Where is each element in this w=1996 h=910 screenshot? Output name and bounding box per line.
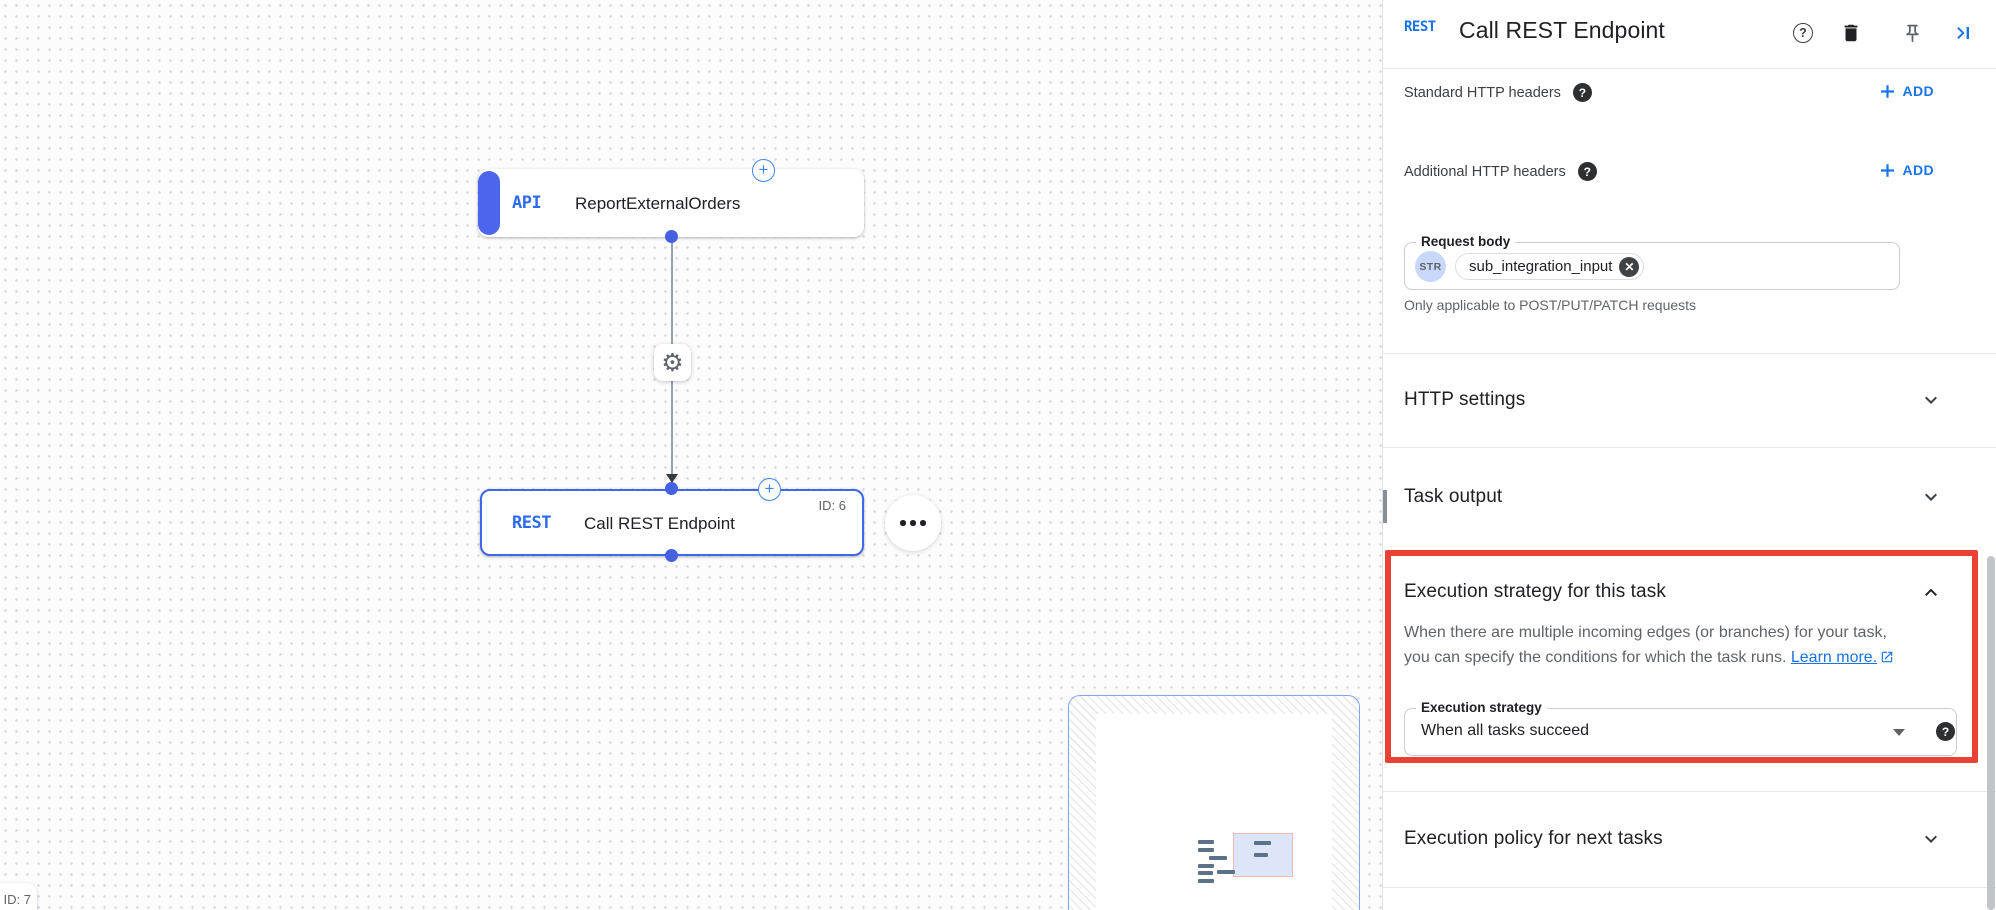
edge-arrow-icon [666,474,678,483]
input-port[interactable] [665,482,678,495]
node-call-rest-endpoint[interactable]: REST Call REST Endpoint ID: 6 [480,489,864,556]
collapse-right-icon [1957,27,1969,39]
standard-http-headers-row: Standard HTTP headers ? [1404,83,1592,102]
remove-chip-button[interactable]: ✕ [1619,256,1640,277]
learn-more-link[interactable]: Learn more. [1790,649,1878,666]
task-config-panel: REST Call REST Endpoint ? Standard HTTP … [1382,0,1996,910]
integration-canvas[interactable]: API ReportExternalOrders + ⚙ REST Call R… [0,0,1382,910]
request-body-field[interactable]: Request body STR sub_integration_input ✕ [1404,234,1900,290]
node-id-badge: ID: 6 [818,498,846,513]
section-http-settings: HTTP settings [1404,389,1526,410]
output-port[interactable] [665,230,678,243]
execution-strategy-description: When there are multiple incoming edges (… [1404,620,1964,672]
node-id-badge: ID: 7 [3,892,31,907]
expand-execution-policy-button[interactable] [1919,827,1943,851]
section-execution-strategy: Execution strategy for this task [1404,581,1666,602]
rest-task-icon: REST [512,513,551,533]
node-report-external-orders[interactable]: API ReportExternalOrders [478,169,864,237]
add-standard-header-button[interactable]: ADD [1880,83,1934,99]
add-node-button[interactable]: + [752,159,775,182]
delete-task-button[interactable] [1839,21,1863,45]
panel-title: Call REST Endpoint [1459,17,1665,43]
plus-icon: + [758,160,769,179]
minimap-surface [1096,714,1332,910]
request-body-label: Request body [1416,234,1516,249]
help-icon[interactable]: ? [1572,83,1592,102]
minimap-graph-icon [1191,831,1301,891]
plus-icon [1881,84,1895,98]
node-accent-bar [478,171,500,235]
add-node-button[interactable]: + [758,478,781,501]
chevron-up-icon [1925,588,1937,596]
pin-panel-button[interactable] [1900,21,1924,45]
chevron-down-icon [1925,396,1937,404]
gear-icon: ⚙ [661,348,684,377]
execution-strategy-field-label: Execution strategy [1416,700,1547,715]
ellipsis-icon [900,520,906,526]
standard-http-headers-label: Standard HTTP headers [1404,84,1561,101]
section-task-output: Task output [1404,486,1503,507]
rest-task-icon: REST [1404,19,1436,35]
section-execution-policy: Execution policy for next tasks [1404,828,1663,849]
panel-scroll-indicator [1383,490,1387,523]
request-body-helper-text: Only applicable to POST/PUT/PATCH reques… [1404,297,1697,313]
variable-chip[interactable]: sub_integration_input ✕ [1455,253,1645,280]
minimap-viewport[interactable] [1233,833,1293,877]
help-icon[interactable]: ? [1577,162,1597,181]
node-more-options-button[interactable] [885,495,941,551]
execution-strategy-select[interactable]: Execution strategy When all tasks succee… [1404,700,1957,756]
string-type-badge: STR [1415,251,1446,282]
chevron-down-icon [1925,835,1937,843]
plus-icon: + [764,479,775,498]
additional-http-headers-label: Additional HTTP headers [1404,163,1566,180]
canvas-minimap[interactable] [1068,695,1360,910]
output-port[interactable] [665,549,678,562]
dropdown-arrow-icon [1893,729,1905,736]
node-title: Call REST Endpoint [584,514,735,533]
collapse-panel-button[interactable] [1951,21,1975,45]
help-icon[interactable]: ? [1936,722,1955,741]
selected-strategy-value: When all tasks succeed [1421,722,1590,739]
api-trigger-icon: API [512,193,542,213]
vertical-scrollbar[interactable] [1987,556,1995,910]
help-button[interactable]: ? [1791,21,1815,45]
additional-http-headers-row: Additional HTTP headers ? [1404,162,1597,181]
expand-task-output-button[interactable] [1919,485,1943,509]
help-icon: ? [1793,23,1813,43]
plus-icon [1881,163,1895,177]
chevron-down-icon [1925,493,1937,501]
collapse-execution-strategy-button[interactable] [1919,580,1943,604]
external-link-icon [1881,651,1893,663]
node-partial-offscreen[interactable]: ID: 7 [0,883,37,910]
expand-http-settings-button[interactable] [1919,388,1943,412]
add-additional-header-button[interactable]: ADD [1880,162,1934,178]
trash-icon [1844,24,1858,42]
pin-icon [1905,24,1919,42]
node-title: ReportExternalOrders [575,194,741,213]
edge-config-button[interactable]: ⚙ [654,344,691,381]
